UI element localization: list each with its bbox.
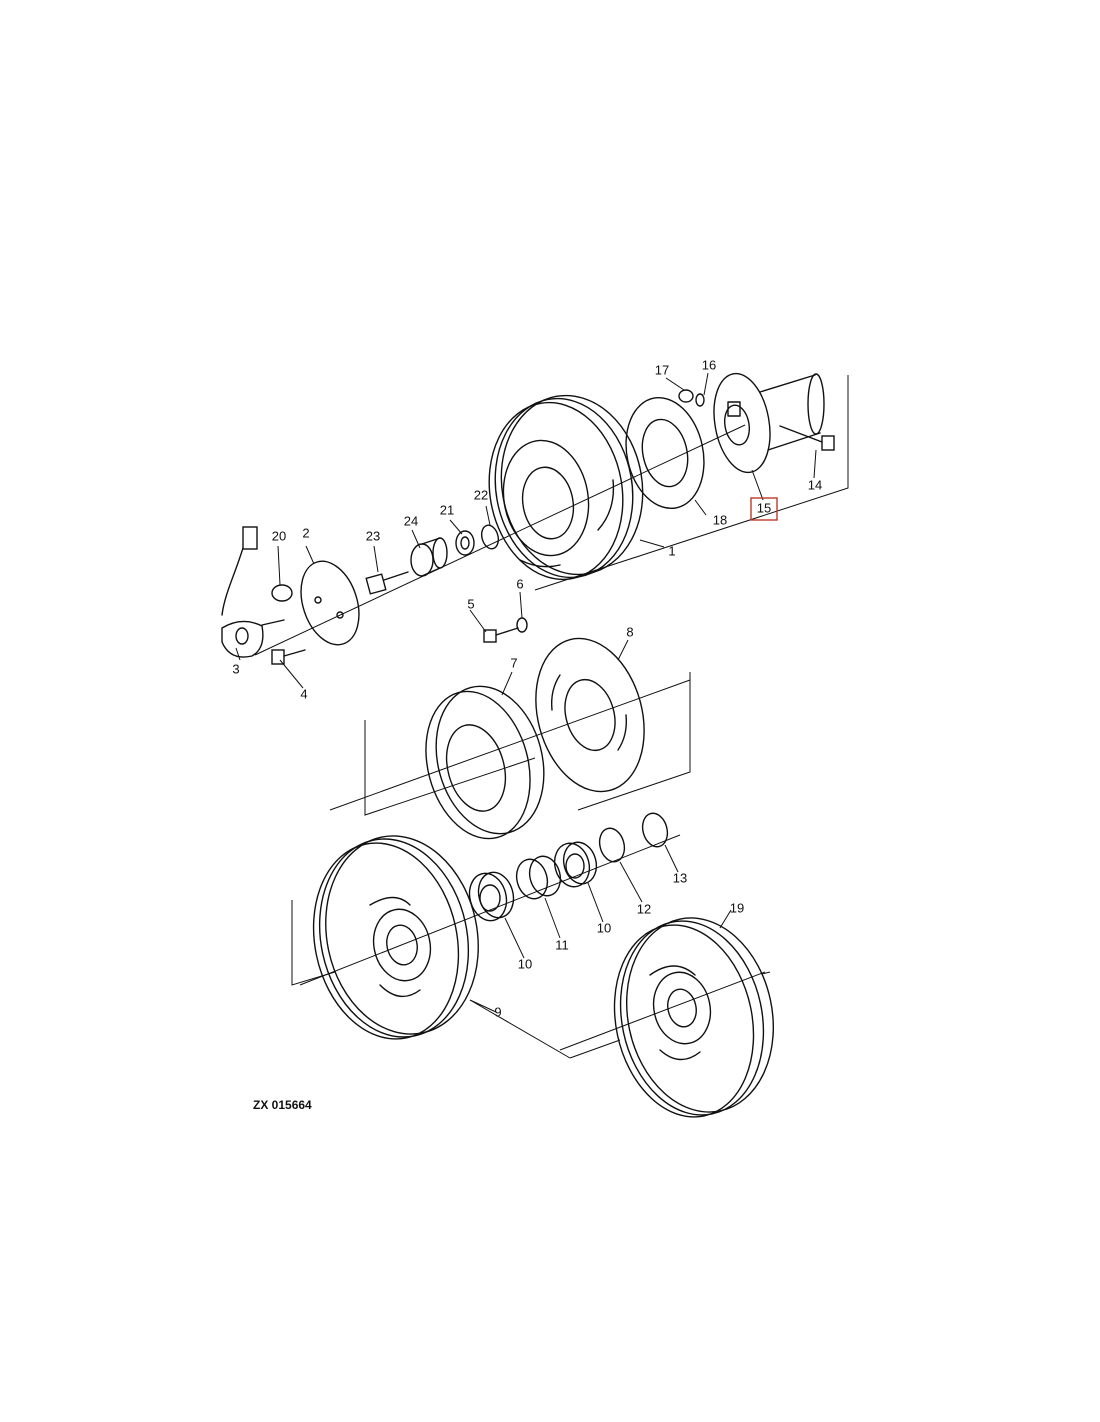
callout-10-left: 10 (518, 956, 532, 971)
part-13-snap-ring (641, 812, 669, 848)
part-9-large-pulley (312, 835, 479, 1040)
callout-4: 4 (300, 686, 307, 701)
part-16-washer (695, 393, 705, 407)
part-6-washer (516, 617, 528, 633)
part-11-spacer (515, 855, 562, 900)
part-21-washer (455, 530, 475, 556)
callout-8: 8 (626, 624, 633, 639)
callout-21: 21 (440, 502, 454, 517)
callout-15: 15 (757, 500, 771, 515)
assembly-outline-lines (291, 375, 849, 1059)
part-23-bolt (365, 571, 409, 595)
part-4-bolt (271, 649, 306, 665)
callout-23: 23 (366, 528, 380, 543)
part-7-rotor (425, 685, 545, 840)
callout-1: 1 (668, 543, 675, 558)
part-5-bolt (483, 627, 519, 643)
part-22-snap-ring (480, 524, 500, 550)
part-14-bolt (779, 425, 835, 451)
callout-11: 11 (555, 937, 569, 952)
part-10-bearing-right (553, 841, 598, 888)
callout-6: 6 (516, 576, 523, 591)
callout-labels: 1 2 3 4 5 6 7 8 9 10 10 11 12 13 14 15 1… (232, 357, 822, 1019)
callout-16: 16 (702, 357, 716, 372)
leader-lines (235, 372, 817, 1013)
part-12-snap-ring (598, 827, 626, 863)
callout-7: 7 (510, 655, 517, 670)
callout-5: 5 (467, 596, 474, 611)
part-19-pulley (613, 917, 775, 1118)
part-20-nut (271, 584, 293, 602)
callout-14: 14 (808, 477, 822, 492)
callout-3: 3 (232, 661, 239, 676)
callout-2: 2 (302, 525, 309, 540)
callout-19: 19 (730, 900, 744, 915)
callout-24: 24 (404, 513, 418, 528)
part-1-pulley (488, 394, 644, 581)
part-15-shaft-hub (713, 372, 825, 474)
center-axis-lines (254, 424, 766, 1051)
callout-22: 22 (474, 487, 488, 502)
part-18-gasket (625, 396, 705, 510)
part-3-sensor (221, 526, 285, 658)
part-8-slotted-plate (535, 637, 645, 793)
part-2-plate (300, 560, 360, 646)
figure-code: ZX 015664 (253, 1098, 312, 1112)
part-10-bearing-left (468, 871, 515, 922)
callout-9: 9 (494, 1004, 501, 1019)
callout-10-right: 10 (597, 920, 611, 935)
callout-17: 17 (655, 362, 669, 377)
callout-13: 13 (673, 870, 687, 885)
part-17-nut (678, 389, 694, 403)
part-24-spacer (410, 537, 448, 577)
callout-12: 12 (637, 901, 651, 916)
callout-15-highlight-box (750, 497, 778, 521)
callout-18: 18 (713, 512, 727, 527)
callout-20: 20 (272, 528, 286, 543)
